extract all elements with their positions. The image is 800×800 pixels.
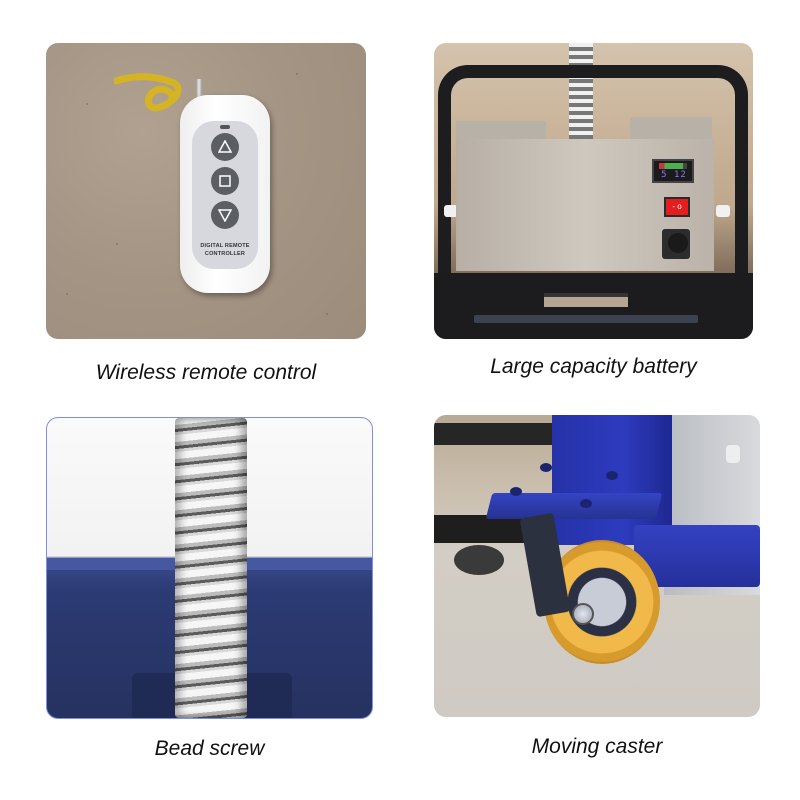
fork-arm <box>434 423 564 445</box>
stop-square-icon <box>211 167 239 195</box>
caption-screw: Bead screw <box>154 737 265 760</box>
screw-shaft <box>569 43 593 143</box>
cable-gland <box>716 205 730 217</box>
remote-body: DIGITAL REMOTE CONTROLLER <box>180 95 270 293</box>
frame-slot <box>544 293 628 307</box>
frame-base <box>434 273 753 339</box>
bolt-icon <box>540 463 552 472</box>
caster-mount-plate <box>485 493 663 519</box>
lanyard-icon <box>114 73 182 112</box>
caption-caster: Moving caster <box>531 735 663 758</box>
bead-screw-image <box>46 417 373 719</box>
blue-frame-post <box>552 415 672 545</box>
meter-reading: 5 12 <box>661 170 687 180</box>
axle-nut <box>572 603 594 625</box>
remote-face: DIGITAL REMOTE CONTROLLER <box>192 121 258 269</box>
battery-level-bars <box>659 163 687 169</box>
led-indicator <box>220 125 230 129</box>
cable-gland <box>444 205 458 217</box>
power-switch: - o <box>664 197 690 217</box>
box-lid <box>630 117 712 141</box>
bolt-icon <box>580 499 592 508</box>
bolt-icon <box>510 487 522 496</box>
frame-bar <box>474 315 698 323</box>
fork-wheel <box>454 545 504 575</box>
sand-texture <box>296 73 298 75</box>
sand-texture <box>66 293 68 295</box>
up-arrow-icon <box>211 133 239 161</box>
sand-texture <box>116 243 118 245</box>
box-lid <box>456 121 546 141</box>
antenna <box>196 79 202 101</box>
cable-gland <box>726 445 740 463</box>
caption-battery: Large capacity battery <box>490 355 697 378</box>
battery-box: 5 12 - o <box>456 139 714 271</box>
push-handle <box>438 65 748 325</box>
sand-texture <box>86 103 88 105</box>
remote-control-image: DIGITAL REMOTE CONTROLLER <box>46 43 366 339</box>
caster-image <box>434 415 760 717</box>
power-switch-label: - o <box>666 199 688 215</box>
battery-image: 5 12 - o <box>434 43 753 339</box>
threaded-screw <box>175 418 247 718</box>
down-arrow-icon <box>211 201 239 229</box>
remote-label-line1: DIGITAL REMOTE <box>200 243 250 249</box>
charging-socket-icon <box>662 229 690 259</box>
sand-texture <box>326 313 328 315</box>
remote-label-line2: CONTROLLER <box>204 251 246 257</box>
voltage-meter: 5 12 <box>652 159 694 183</box>
caption-remote: Wireless remote control <box>95 361 317 384</box>
bolt-icon <box>606 471 618 480</box>
